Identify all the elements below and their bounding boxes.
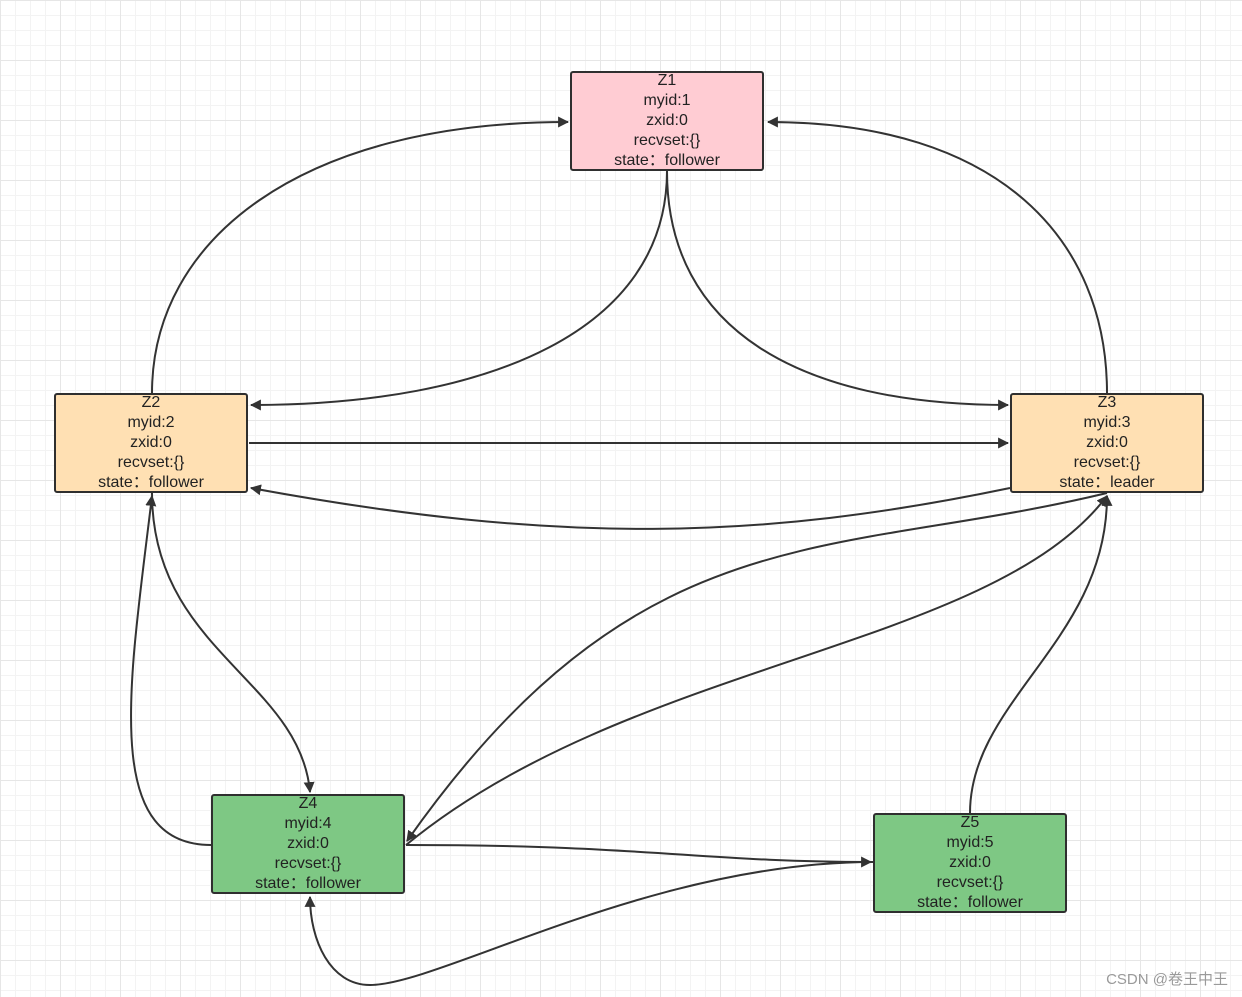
node-zxid: zxid:0 bbox=[287, 835, 329, 852]
node-zxid: zxid:0 bbox=[646, 112, 688, 129]
node-myid: myid:5 bbox=[946, 834, 994, 851]
node-recvset: recvset:{} bbox=[936, 874, 1004, 891]
node-zxid: zxid:0 bbox=[949, 854, 991, 871]
node-state: state：leader bbox=[1059, 474, 1155, 491]
node-myid: myid:2 bbox=[127, 414, 175, 431]
node-recvset: recvset:{} bbox=[1073, 454, 1141, 471]
edge-z1-to-z3 bbox=[666, 170, 1010, 411]
node-myid: myid:1 bbox=[643, 92, 691, 109]
node-state: state：follower bbox=[255, 875, 361, 892]
node-state: state：follower bbox=[917, 894, 1023, 911]
node-zxid: zxid:0 bbox=[130, 434, 172, 451]
node-z4[interactable]: Z4 myid:4 zxid:0 recvset:{} state：follow… bbox=[211, 794, 405, 894]
watermark-text: CSDN @卷王中王 bbox=[1106, 971, 1228, 988]
node-z1[interactable]: Z1 myid:1 zxid:0 recvset:{} state：follow… bbox=[570, 71, 764, 171]
node-recvset: recvset:{} bbox=[633, 132, 701, 149]
node-myid: myid:4 bbox=[284, 815, 332, 832]
edge-z2-to-z1 bbox=[151, 116, 570, 394]
edge-z5-to-z4 bbox=[304, 861, 874, 987]
node-myid: myid:3 bbox=[1083, 414, 1131, 431]
edge-z1-to-z2 bbox=[249, 170, 668, 411]
node-name: Z4 bbox=[298, 795, 318, 812]
node-name: Z1 bbox=[657, 72, 677, 89]
edge-z4-to-z5 bbox=[405, 844, 873, 868]
node-z3[interactable]: Z3 myid:3 zxid:0 recvset:{} state：leader bbox=[1010, 393, 1204, 493]
edge-z2-to-z4 bbox=[151, 492, 315, 794]
node-name: Z3 bbox=[1097, 394, 1117, 411]
edge-z4-to-z2 bbox=[130, 494, 212, 846]
node-name: Z2 bbox=[141, 394, 161, 411]
node-recvset: recvset:{} bbox=[117, 454, 185, 471]
node-state: state：follower bbox=[614, 152, 720, 169]
node-z5[interactable]: Z5 myid:5 zxid:0 recvset:{} state：follow… bbox=[873, 813, 1067, 913]
edge-z5-to-z3 bbox=[969, 494, 1113, 814]
node-recvset: recvset:{} bbox=[274, 855, 342, 872]
node-z2[interactable]: Z2 myid:2 zxid:0 recvset:{} state：follow… bbox=[54, 393, 248, 493]
node-name: Z5 bbox=[960, 814, 980, 831]
edge-z3-to-z2 bbox=[249, 484, 1011, 530]
edge-z3-to-z1 bbox=[766, 116, 1108, 394]
edge-z4-to-z3 bbox=[405, 495, 1108, 846]
edge-z3-to-z4 bbox=[406, 492, 1108, 842]
node-zxid: zxid:0 bbox=[1086, 434, 1128, 451]
node-state: state：follower bbox=[98, 474, 204, 491]
